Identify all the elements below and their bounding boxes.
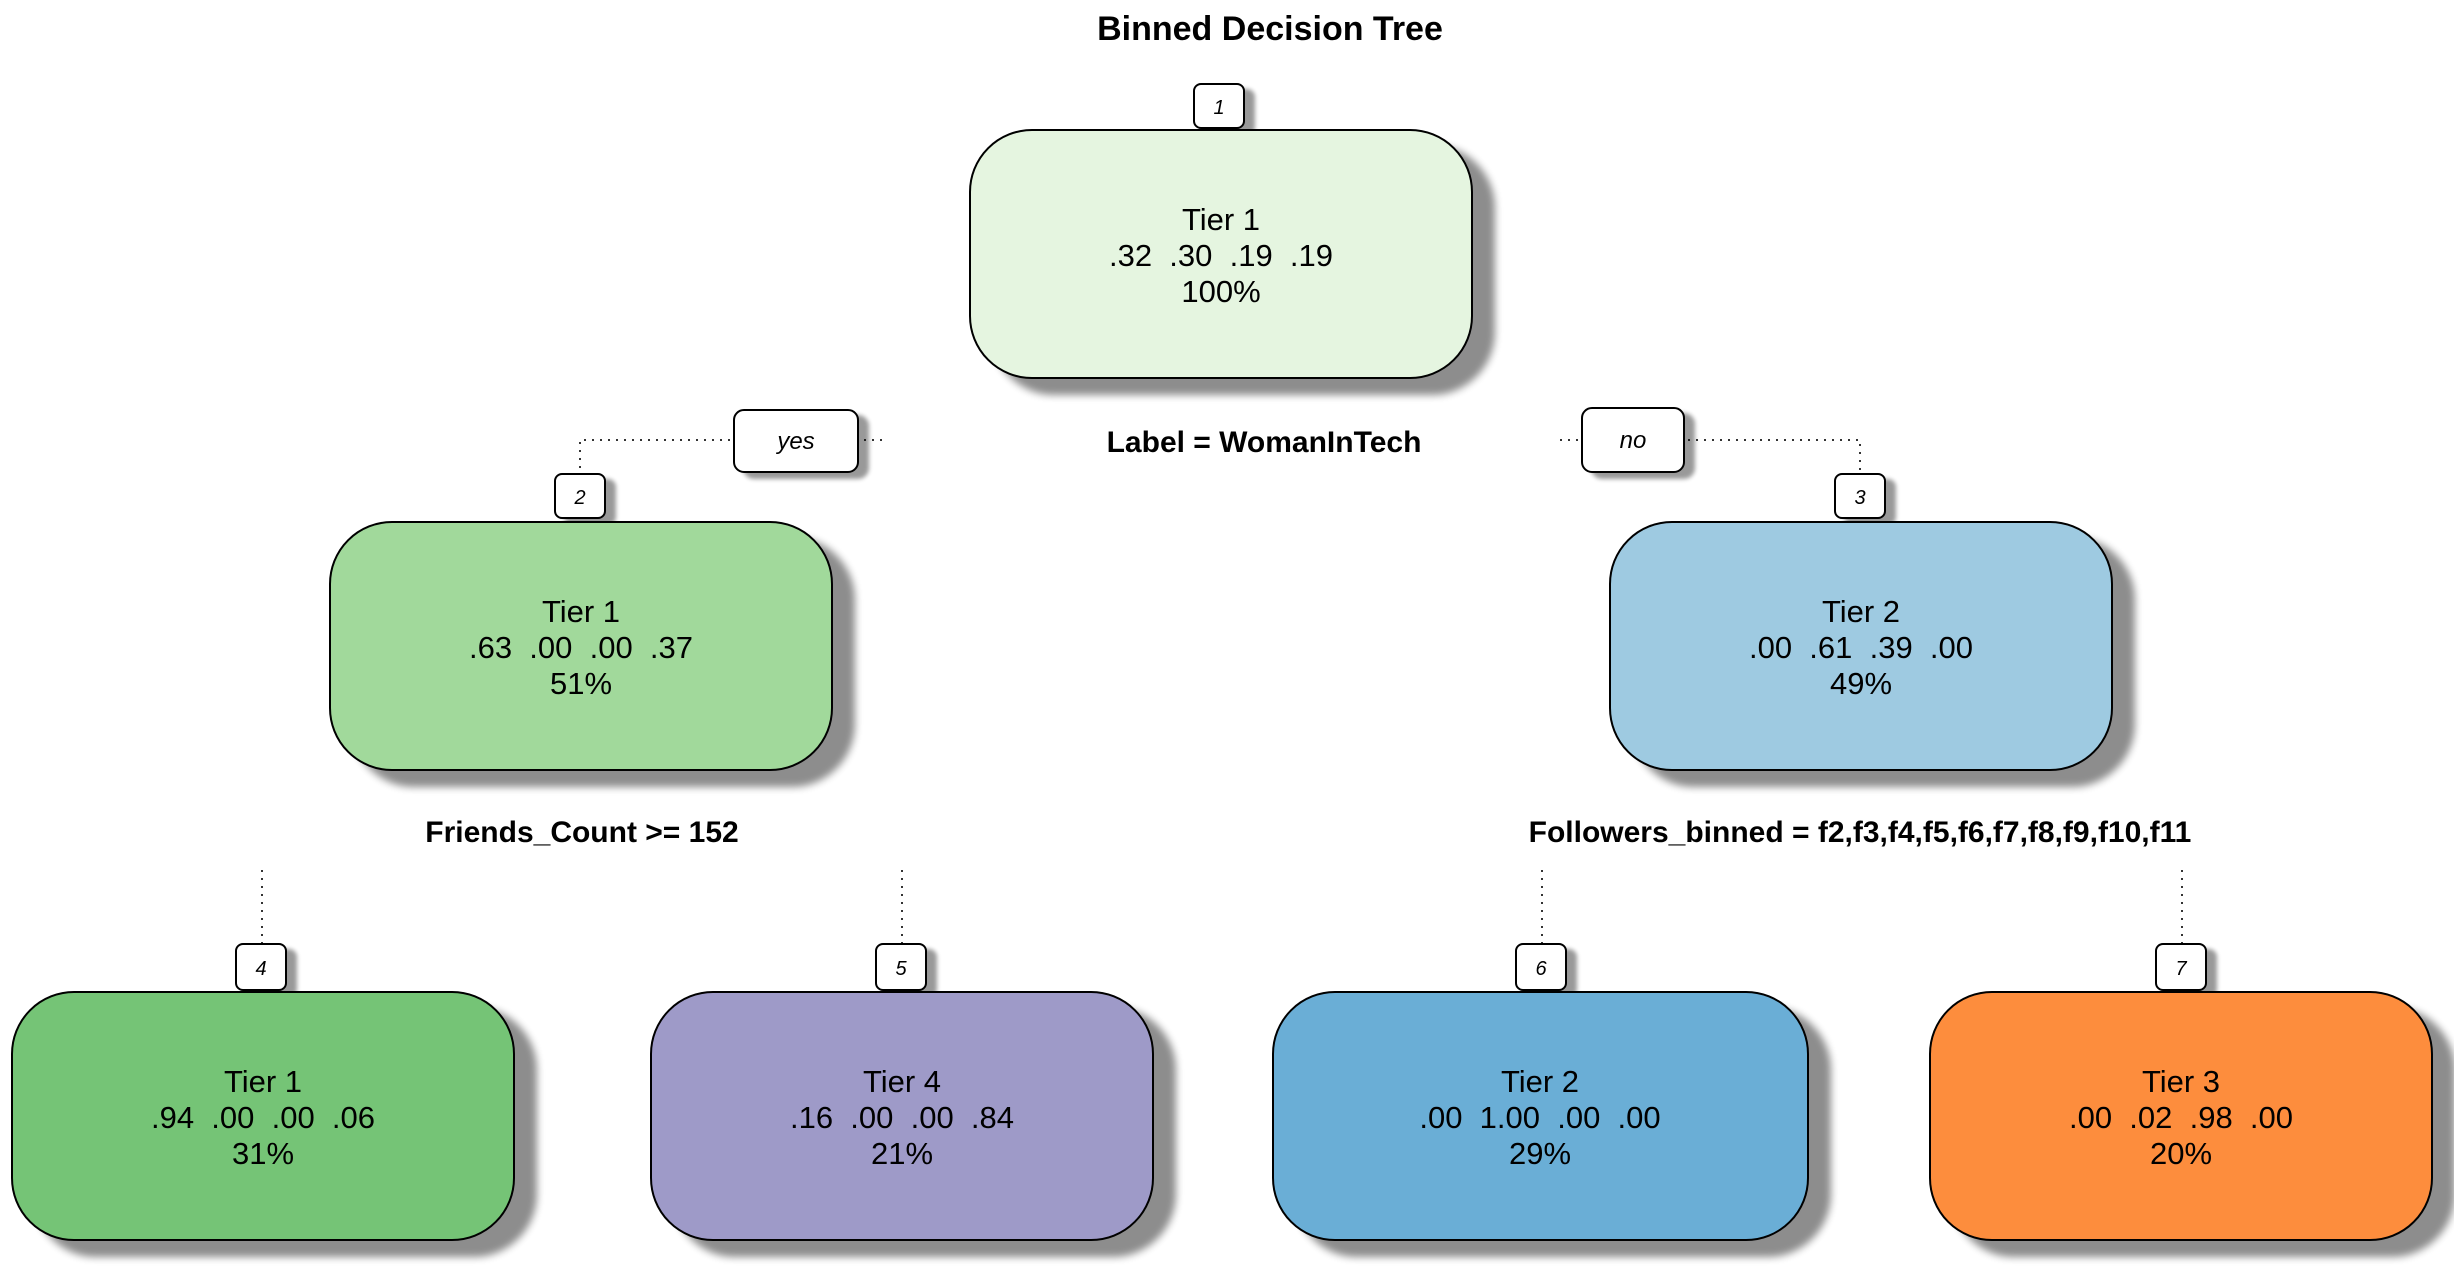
tree-node-1: 1 Tier 1 .32 .30 .19 .19 100% [969,83,1473,379]
node-percentage: 20% [2150,1136,2212,1171]
branch-label-yes: yes [733,409,859,473]
branch-label-no: no [1581,407,1685,473]
node-id-tag [1193,83,1245,129]
tree-node-3: 3 Tier 2 .00 .61 .39 .00 49% [1609,473,2113,771]
node-percentage: 100% [1181,274,1260,309]
node-id-tag [554,473,606,519]
tree-node-7: 7 Tier 3 .00 .02 .98 .00 20% [1929,943,2433,1241]
diagram-title: Binned Decision Tree [1097,10,1443,48]
node-percentage: 29% [1509,1136,1571,1171]
connector-lines [261,439,2183,945]
node-probabilities: .32 .30 .19 .19 [1109,238,1333,273]
node-percentage: 31% [232,1136,294,1171]
node-id-tag [2155,943,2207,991]
node-percentage: 21% [871,1136,933,1171]
node-id-tag [875,943,927,991]
node-class-label: Tier 1 [224,1064,302,1099]
node-box [650,991,1154,1241]
node-id-label: 5 [895,958,907,980]
branch-label-no-text: no [1620,427,1647,454]
node-percentage: 51% [550,666,612,701]
node-id-tag [235,943,287,991]
node-box [1929,991,2433,1241]
node-id-tag [1834,473,1886,519]
node-box [1272,991,1809,1241]
node-probabilities: .94 .00 .00 .06 [151,1100,375,1135]
node-probabilities: .00 1.00 .00 .00 [1419,1100,1660,1135]
node-probabilities: .00 .02 .98 .00 [2069,1100,2293,1135]
node-probabilities: .16 .00 .00 .84 [790,1100,1014,1135]
connector-root-to-node3 [1560,439,1861,470]
tree-node-5: 5 Tier 4 .16 .00 .00 .84 21% [650,943,1154,1241]
node-class-label: Tier 3 [2142,1064,2220,1099]
branch-label-yes-text: yes [775,428,814,455]
tree-node-2: 2 Tier 1 .63 .00 .00 .37 51% [329,473,833,771]
connector-root-to-node2 [579,439,882,470]
split-label-node3: Followers_binned = f2,f3,f4,f5,f6,f7,f8,… [1529,816,2192,849]
node-box [969,129,1473,379]
node-class-label: Tier 1 [1182,202,1260,237]
node-probabilities: .00 .61 .39 .00 [1749,630,1973,665]
node-id-label: 1 [1213,97,1224,119]
split-label-node2: Friends_Count >= 152 [425,816,738,849]
node-class-label: Tier 2 [1501,1064,1579,1099]
node-id-label: 3 [1854,487,1865,509]
node-probabilities: .63 .00 .00 .37 [469,630,693,665]
node-class-label: Tier 2 [1822,594,1900,629]
node-id-label: 6 [1535,958,1547,980]
split-label-root: Label = WomanInTech [1107,426,1422,459]
tree-node-6: 6 Tier 2 .00 1.00 .00 .00 29% [1272,943,1809,1241]
node-box [11,991,515,1241]
tree-node-4: 4 Tier 1 .94 .00 .00 .06 31% [11,943,515,1241]
node-id-label: 2 [573,487,585,509]
node-id-label: 4 [255,958,266,980]
node-id-label: 7 [2175,958,2187,980]
node-class-label: Tier 4 [863,1064,941,1099]
node-class-label: Tier 1 [542,594,620,629]
node-id-tag [1515,943,1567,991]
node-box [329,521,833,771]
node-percentage: 49% [1830,666,1892,701]
node-box [1609,521,2113,771]
